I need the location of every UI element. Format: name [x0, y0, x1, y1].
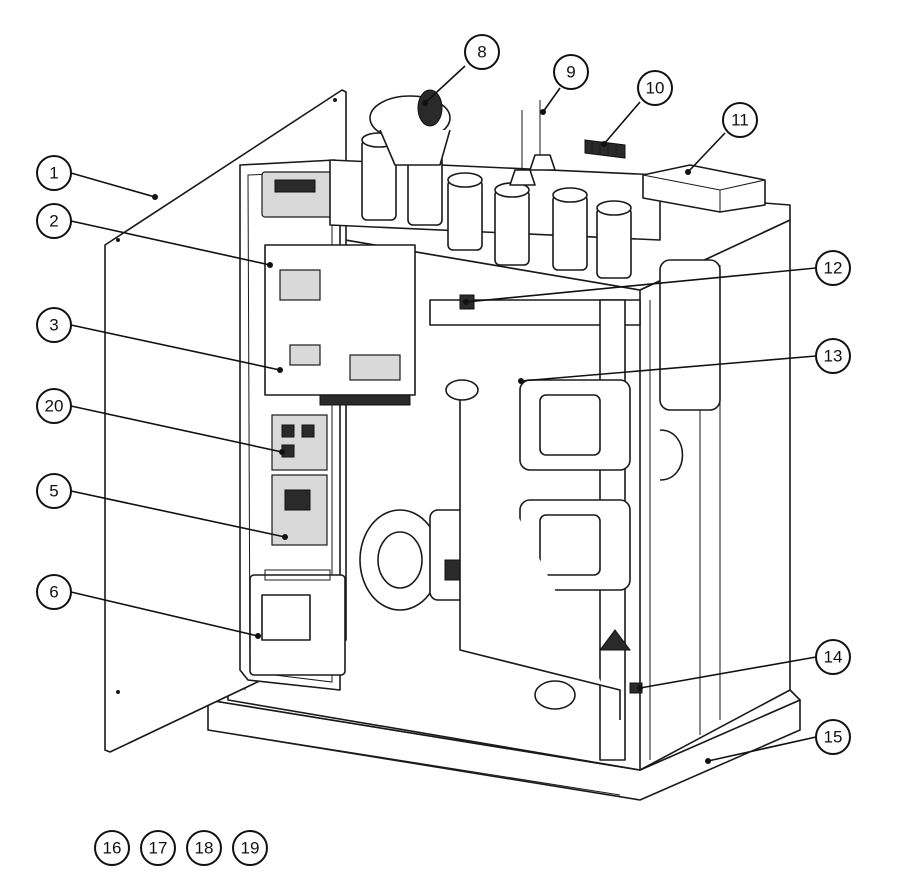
callout-14: 14	[815, 639, 851, 675]
callout-12: 12	[815, 250, 851, 286]
callout-label: 11	[731, 111, 749, 130]
callout-19: 19	[232, 830, 268, 866]
callout-15: 15	[815, 719, 851, 755]
callout-label: 15	[824, 728, 843, 747]
callout-8: 8	[464, 34, 500, 70]
callout-16: 16	[94, 830, 130, 866]
callout-label: 10	[646, 79, 665, 98]
callout-label: 19	[241, 839, 260, 858]
callout-label: 3	[49, 316, 58, 335]
callout-label: 6	[49, 583, 58, 602]
flue-connector	[369, 89, 451, 166]
callout-label: 17	[149, 839, 168, 858]
callout-17: 17	[140, 830, 176, 866]
callout-label: 8	[477, 43, 486, 62]
callout-label: 13	[824, 347, 843, 366]
callout-label: 14	[824, 648, 843, 667]
control-box	[239, 159, 416, 691]
callout-label: 16	[103, 839, 122, 858]
terminal-connector	[584, 139, 626, 159]
leader-lines	[70, 65, 817, 764]
callout-3: 3	[36, 307, 72, 343]
hydraulic-assembly	[359, 259, 721, 761]
callout-10: 10	[637, 70, 673, 106]
callout-1: 1	[36, 155, 72, 191]
callout-label: 9	[566, 63, 575, 82]
callout-11: 11	[722, 102, 758, 138]
callout-20: 20	[36, 388, 72, 424]
callout-2: 2	[36, 203, 72, 239]
callout-label: 1	[49, 164, 58, 183]
callout-label: 5	[49, 482, 58, 501]
top-valves	[329, 132, 661, 279]
callout-label: 12	[824, 259, 843, 278]
wireless-module	[642, 164, 766, 213]
antenna	[509, 100, 556, 186]
callout-18: 18	[186, 830, 222, 866]
callout-label: 20	[45, 397, 64, 416]
callout-6: 6	[36, 574, 72, 610]
callout-5: 5	[36, 473, 72, 509]
callout-label: 2	[49, 212, 58, 231]
callout-13: 13	[815, 338, 851, 374]
callout-9: 9	[553, 54, 589, 90]
callout-label: 18	[195, 839, 214, 858]
